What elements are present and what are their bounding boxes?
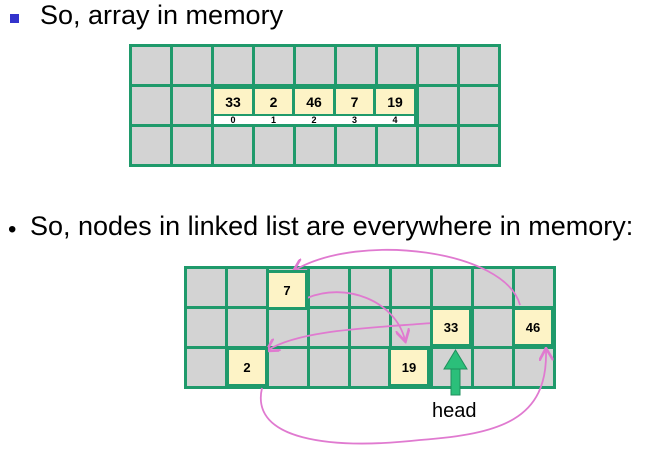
memory-cell (378, 47, 416, 84)
memory-cell (173, 47, 211, 84)
list-node: 2 (226, 347, 268, 387)
memory-cell (214, 47, 252, 84)
memory-cell (187, 269, 225, 306)
array-memory-grid (129, 44, 501, 167)
array-index: 4 (392, 115, 398, 125)
heading-linked-list: So, nodes in linked list are everywhere … (30, 211, 634, 241)
memory-cell (132, 47, 170, 84)
array-index: 2 (311, 115, 317, 125)
memory-cell (378, 127, 416, 164)
memory-cell (214, 127, 252, 164)
array-index: 1 (270, 115, 276, 125)
memory-cell (310, 269, 348, 306)
memory-cell (269, 349, 307, 386)
memory-cell (474, 269, 512, 306)
memory-cell (392, 269, 430, 306)
heading-array: So, array in memory (40, 0, 284, 30)
memory-cell (310, 309, 348, 346)
memory-cell (419, 87, 457, 124)
memory-cell (228, 309, 266, 346)
memory-cell (132, 127, 170, 164)
array-element: 19 (374, 87, 416, 116)
memory-cell (351, 349, 389, 386)
memory-cell (132, 87, 170, 124)
square-bullet-icon (10, 14, 19, 23)
array-index: 0 (230, 115, 236, 125)
memory-cell (310, 349, 348, 386)
memory-cell (173, 87, 211, 124)
list-node: 46 (512, 307, 554, 347)
memory-cell (460, 127, 498, 164)
memory-cell (460, 87, 498, 124)
memory-cell (474, 309, 512, 346)
round-bullet-icon: • (8, 216, 17, 243)
memory-cell (337, 127, 375, 164)
memory-cell (296, 47, 334, 84)
memory-cell (419, 127, 457, 164)
memory-cell (255, 127, 293, 164)
pointer-2-to-46 (259, 350, 546, 445)
memory-cell (337, 47, 375, 84)
head-arrow-icon (443, 349, 468, 396)
array-index: 3 (351, 115, 357, 125)
memory-cell (419, 47, 457, 84)
pointer-33-to-2 (268, 322, 433, 350)
pointer-7-to-19 (306, 291, 405, 340)
index-bar (212, 114, 416, 126)
memory-cell (433, 269, 471, 306)
memory-cell (187, 309, 225, 346)
list-node: 19 (388, 347, 430, 387)
memory-cell (515, 269, 553, 306)
memory-cell (173, 127, 211, 164)
list-node: 33 (430, 307, 472, 347)
list-node: 7 (266, 270, 308, 310)
memory-cell (255, 47, 293, 84)
memory-cell (296, 127, 334, 164)
memory-cell (474, 349, 512, 386)
memory-cell (187, 349, 225, 386)
head-label: head (432, 400, 477, 422)
memory-cell (228, 269, 266, 306)
pointer-46-to-7 (295, 248, 521, 306)
memory-cell (460, 47, 498, 84)
